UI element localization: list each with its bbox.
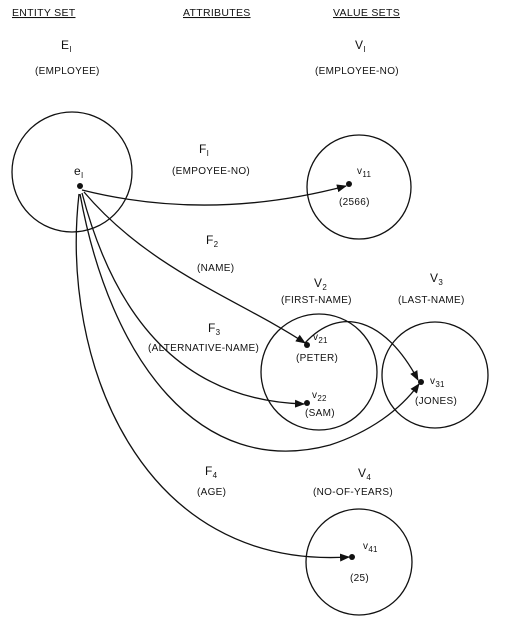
attribute-1-label: FI — [199, 142, 209, 158]
value-41-dot — [349, 554, 355, 560]
header-attributes: ATTRIBUTES — [183, 7, 251, 19]
value-22-label: v22 — [312, 390, 327, 403]
attribute-3-label: F3 — [208, 321, 221, 337]
value-set-4-name: (NO-OF-YEARS) — [313, 487, 393, 498]
value-set-2-label: V2 — [314, 276, 327, 292]
entity-set-circle — [11, 111, 133, 233]
value-41-label: v41 — [363, 541, 378, 554]
arc-f1-to-v11 — [81, 184, 347, 206]
arc-f2-to-v21 — [83, 191, 306, 344]
value-41-text: (25) — [350, 573, 369, 584]
value-11-text: (2566) — [339, 197, 370, 208]
attribute-3-name: (ALTERNATIVE-NAME) — [148, 343, 259, 354]
value-set-3-circle — [381, 321, 489, 429]
value-31-label: v31 — [430, 376, 445, 389]
value-31-text: (JONES) — [415, 396, 457, 407]
value-set-1-circle — [306, 134, 412, 240]
arc-f3-to-v22 — [81, 192, 305, 408]
value-set-2-name: (FIRST-NAME) — [281, 295, 352, 306]
value-set-3-label: V3 — [430, 271, 443, 287]
value-11-dot — [346, 181, 352, 187]
value-set-3-name: (LAST-NAME) — [398, 295, 465, 306]
attribute-2-label: F2 — [206, 233, 219, 249]
attribute-1-name: (EMPOYEE-NO) — [172, 166, 250, 177]
header-value-sets: VALUE SETS — [333, 7, 400, 19]
arc-f2-to-v31 — [304, 321, 419, 381]
entity-set-label: EI — [61, 38, 72, 54]
value-22-text: (SAM) — [305, 408, 335, 419]
arc-f3-to-v31 — [79, 193, 420, 452]
entity-element-label: eI — [74, 164, 84, 180]
value-11-label: v11 — [357, 166, 371, 179]
value-set-4-circle — [305, 508, 413, 616]
value-22-dot — [304, 400, 310, 406]
value-set-2-circle — [260, 313, 378, 431]
attribute-2-name: (NAME) — [197, 263, 234, 274]
value-set-4-label: V4 — [358, 466, 371, 482]
entity-set-name: (EMPLOYEE) — [35, 66, 100, 77]
value-21-label: v21 — [313, 332, 328, 345]
attribute-4-label: F4 — [205, 464, 218, 480]
entity-element-dot — [77, 183, 83, 189]
header-entity-set: ENTITY SET — [12, 7, 76, 19]
value-21-text: (PETER) — [296, 353, 338, 364]
value-set-1-name: (EMPLOYEE-NO) — [315, 66, 399, 77]
arc-f4-to-v41 — [75, 193, 350, 562]
value-set-1-label: VI — [355, 38, 366, 54]
attribute-4-name: (AGE) — [197, 487, 226, 498]
